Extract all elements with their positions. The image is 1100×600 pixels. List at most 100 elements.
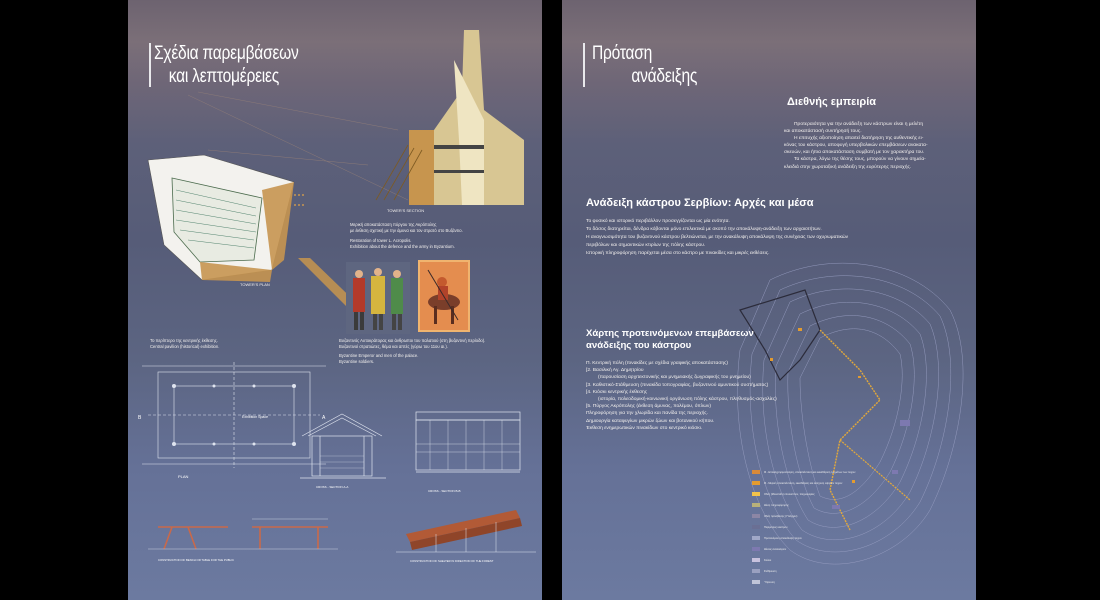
section-text: Το φυσικό και ιστορικό περιβάλλον προσεγ… (586, 218, 848, 258)
legend-label: Οδός πρόσβασης (Υπάρχον) (764, 514, 798, 518)
left-title-line1: Σχέδια παρεμβάσεων (154, 43, 299, 64)
pavilion-plan-drawing: B A Exhibition Space PLAN (138, 362, 326, 479)
section-aa-label: CROSS - SECTION A-A (316, 485, 348, 489)
byzantine-soldiers-illustration (418, 260, 470, 332)
legend-row: Ύδρευση (752, 580, 775, 584)
right-title-line1: Πρόταση (592, 43, 653, 64)
section-text-line: Η αναγνωσιμότητα του βυζαντινού κάστρου … (586, 235, 849, 240)
intl-text: Προτεραιότητα για την ανάδειξη των κάστρ… (784, 121, 964, 171)
intl-text-line: Προτεραιότητα για την ανάδειξη των κάστρ… (794, 122, 924, 127)
legend-label: Φ - Μερική αποκατάσταση, εκκαθάριση και … (764, 481, 843, 485)
pavilion-caption: Το περίπτερο της κεντρικής έκθεσης. Cent… (150, 338, 219, 350)
legend-row: Θέση πληροφόρησης (752, 503, 789, 507)
map-list-item: Π. Κεντρική πύλη (πινακίδες με σχέδια γρ… (586, 361, 729, 366)
section-text-line: περιβόλων και σημαντικών κτιρίων της πόλ… (586, 243, 706, 248)
right-title: Πρόταση ανάδειξης (592, 42, 697, 88)
intl-text-line: κόνας του κάστρου, αποφυγή υπερβολικών ε… (784, 143, 928, 149)
inner-label: Exhibition Space (242, 415, 268, 419)
right-poster-panel: Πρόταση ανάδειξης Διεθνής εμπειρία Προτε… (562, 0, 976, 600)
map-list-item: [2. Βασιλική Αγ. Δημητρίου (586, 368, 644, 374)
legend-swatch (752, 481, 760, 485)
legend-row: Κιόσκι (752, 558, 771, 562)
marker-b: B (138, 415, 142, 421)
map-list-item: Έκθεση ενημερωτικών πινακίδων στο κεντρι… (586, 425, 703, 431)
guide-lines (187, 91, 409, 201)
left-title-line2: και λεπτομέρειες (168, 66, 279, 87)
legend-row: Προτεινόμενη αποκάλυψη τειχών (752, 536, 802, 540)
restoration-caption-line: Μερική αποκατάσταση πύργου της Ακρόπολης (350, 222, 437, 227)
figures-caption-line: Byzantine soldiers. (339, 359, 375, 364)
map-heading-line1: Χάρτης προτεινόμενων επεμβάσεων (586, 328, 754, 339)
marker-a: A (322, 415, 326, 421)
map-list-item: (παρουσίαση αρχιτεκτονικής και μνημειακή… (598, 375, 751, 381)
right-title-line2: ανάδειξης (631, 66, 698, 87)
byzantine-figures-illustration (346, 262, 410, 334)
legend-swatch (752, 492, 760, 496)
legend-swatch (752, 569, 760, 573)
castle-map (737, 262, 964, 565)
log-caption: CONSTRUCTION OF SHELTER IN DIRECTION OF … (410, 559, 494, 563)
legend-label: Στάθμευση (764, 569, 777, 573)
left-poster-panel: Σχέδια παρεμβάσεων και λεπτομέρειες TOWE… (128, 0, 542, 600)
section-text-line: Το φυσικό και ιστορικό περιβάλλον προσεγ… (586, 219, 730, 224)
section-bb-label: CROSS - SECTION B-B (428, 489, 461, 493)
map-list: Π. Κεντρική πύλη (πινακίδες με σχέδια γρ… (586, 360, 777, 432)
map-heading: Χάρτης προτεινόμενων επεμβάσεων ανάδειξη… (586, 328, 754, 352)
legend-label: Φ - Επαναχρησιμοποίηση, αποκατάσταση και… (764, 470, 856, 474)
map-list-item: (ιστορία, πολεοδομική-κοινωνική οργάνωση… (598, 397, 777, 403)
section-heading: Ανάδειξη κάστρου Σερβίων: Αρχές και μέσα (586, 197, 814, 209)
section-text-line: Το δάσος διατηρείται, δένδρα κόβονται μό… (586, 227, 822, 232)
legend-row: Οδός (Μονοπάτι) επισκεπτών, πληροφορίες (752, 492, 815, 496)
map-list-item: Δημιουργία καταφυγίων μικρών ζώων και βο… (586, 418, 715, 424)
section-bb-drawing: CROSS - SECTION B-B (415, 411, 521, 493)
intl-text-line: κλειδιά στην χωροταξική ανάδειξη της ευρ… (784, 164, 912, 170)
pavilion-caption-line: Central pavilion (historical) exhibition… (150, 344, 220, 349)
tower-plan-drawing (147, 154, 304, 282)
map-list-item: [5. Πύργος Ακρόπολης (έκθεση άμυνας, πολ… (586, 404, 711, 410)
figures-caption-line: Βυζαντινοί στρατιώτες, θέμα και απτές (γ… (339, 344, 448, 349)
legend-swatch (752, 503, 760, 507)
restoration-caption: Μερική αποκατάσταση πύργου της Ακρόπολης… (350, 222, 463, 250)
title-accent-bar (583, 43, 585, 87)
legend-row: Περίμετρος καστρου (752, 525, 787, 529)
legend-label: Κιόσκι (764, 558, 772, 562)
legend-swatch (752, 470, 760, 474)
tower-section-label: TOWER'S SECTION (387, 208, 425, 213)
restoration-caption-line: με έκθεση σχετική με την άμυνα και τον σ… (350, 228, 463, 233)
plan-label: PLAN (178, 474, 189, 479)
legend-swatch (752, 580, 760, 584)
intl-heading: Διεθνής εμπειρία (787, 96, 877, 108)
section-aa-drawing: CROSS - SECTION A-A (300, 413, 386, 489)
map-list-item: Πληροφόρηση για την χλωρίδα και πανίδα τ… (586, 411, 709, 417)
pavilion-caption-line: Το περίπτερο της κεντρικής έκθεσης. (150, 338, 218, 343)
legend-label: Οδός (Μονοπάτι) επισκεπτών, πληροφορίες (764, 492, 815, 496)
intl-text-line: σκευών, και ήπια αποκατάσταση συμβατή με… (784, 150, 925, 156)
tower-plan-label: TOWER'S PLAN (240, 282, 270, 287)
title-accent-bar (149, 43, 151, 87)
legend-label: Θέσεις ανασκαφών (764, 547, 787, 551)
legend-swatch (752, 525, 760, 529)
legend-swatch (752, 514, 760, 518)
legend-swatch (752, 536, 760, 540)
legend-label: Περίμετρος καστρου (764, 525, 788, 529)
legend-row: Στάθμευση (752, 569, 777, 573)
restoration-caption-line: Restoration of tower L. Acropolis. (350, 238, 412, 243)
legend-label: Θέση πληροφόρησης (764, 503, 789, 507)
legend-row: Φ - Επαναχρησιμοποίηση, αποκατάσταση και… (752, 470, 855, 474)
legend-row: Θέσεις ανασκαφών (752, 547, 786, 551)
map-list-item: [4. Κιόσκι κεντρικής έκθεσης (586, 389, 648, 395)
legend-swatch (752, 547, 760, 551)
tower-section-drawing (375, 30, 524, 205)
section-text-line: Ιστορική πληροφόρηση παρέχεται μέσα στο … (586, 251, 770, 256)
intl-text-line: και αποκατάστασή συντήρησή τους. (784, 129, 862, 135)
figures-caption-line: Βυζαντινός Αυτοκράτορας και άνθρωποι του… (339, 338, 486, 343)
figures-caption-line: Byzantine Emperor and men of the palace. (339, 353, 419, 358)
map-heading-line2: ανάδειξης του κάστρου (586, 340, 692, 351)
figures-caption: Βυζαντινός Αυτοκράτορας και άνθρωποι του… (339, 338, 485, 365)
legend-label: Ύδρευση (764, 580, 775, 584)
bench-drawing: CONSTRUCTION OF BENCH OR TABLE FOR THE P… (148, 518, 338, 562)
intl-text-line: Τα κάστρα, λόγω της θέσης τους, μπορούν … (794, 157, 926, 163)
restoration-caption-line: Exhibition about the defence and the arm… (350, 244, 455, 249)
map-legend: Φ - Επαναχρησιμοποίηση, αποκατάσταση και… (752, 470, 862, 595)
left-title: Σχέδια παρεμβάσεων και λεπτομέρειες (154, 42, 299, 88)
